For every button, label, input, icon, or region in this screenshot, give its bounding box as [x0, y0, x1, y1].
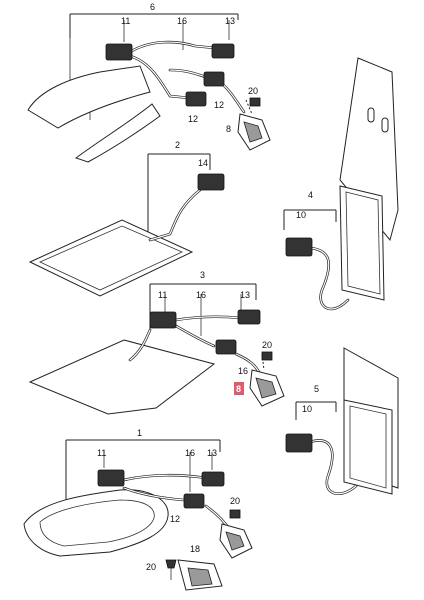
group-2-number: 2 [175, 140, 180, 150]
group-6-label-8: 8 [226, 124, 231, 134]
group-3-number: 3 [200, 270, 205, 280]
group-6-label-12a: 12 [214, 100, 224, 110]
group-2-label-14: 14 [198, 158, 208, 168]
group-6-label-11: 11 [121, 16, 130, 26]
group-5-assembly [285, 347, 399, 496]
group-1-label-20a: 20 [230, 496, 240, 506]
group-3-label-8-highlighted[interactable]: 8 [236, 384, 241, 394]
group-1-assembly [23, 439, 253, 591]
group-6-assembly [27, 13, 271, 163]
group-6-label-12b: 12 [188, 114, 198, 124]
group-1-label-11: 11 [97, 448, 106, 458]
group-2-assembly [28, 153, 225, 297]
group-4-number: 4 [308, 190, 313, 200]
group-5-label-10: 10 [302, 404, 312, 414]
group-3-label-11: 11 [158, 290, 167, 300]
group-3-label-16b: 16 [238, 366, 248, 376]
group-3-label-20: 20 [262, 340, 272, 350]
group-1-label-18: 18 [190, 544, 200, 554]
group-4-label-10: 10 [296, 210, 306, 220]
group-5-number: 5 [314, 384, 319, 394]
group-1-number: 1 [137, 428, 142, 438]
group-6-label-16: 16 [177, 16, 187, 26]
group-3-label-16a: 16 [196, 290, 206, 300]
group-1-label-16: 16 [185, 448, 195, 458]
group-1-label-13: 13 [207, 448, 217, 458]
group-4-assembly [283, 57, 399, 311]
group-1-label-12: 12 [170, 514, 180, 524]
group-3-label-13: 13 [240, 290, 250, 300]
group-3-assembly [28, 283, 285, 415]
group-1-label-20b: 20 [146, 562, 156, 572]
highlighted-part-8-marker[interactable] [234, 382, 244, 395]
group-6-label-20: 20 [248, 86, 258, 96]
group-6-number: 6 [150, 2, 155, 12]
group-6-label-13: 13 [225, 16, 235, 26]
